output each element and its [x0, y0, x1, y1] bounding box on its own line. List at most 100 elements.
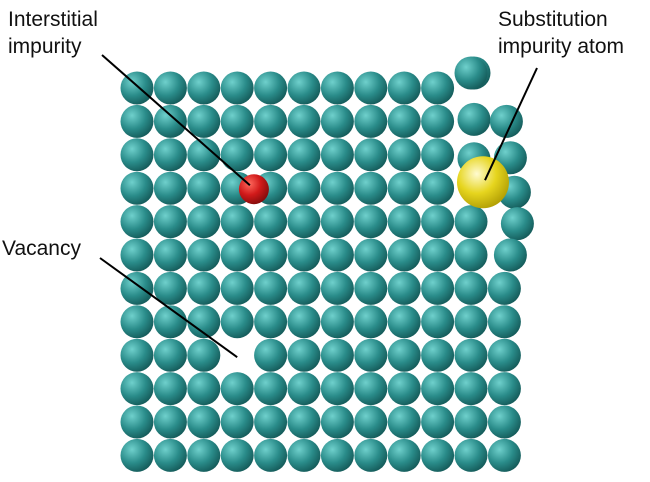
host-atom: [220, 104, 254, 138]
substitution-impurity-label: Substitution impurity atom: [498, 6, 624, 60]
host-atom: [220, 305, 254, 339]
host-atom: [120, 171, 154, 205]
host-atom: [487, 271, 521, 305]
host-atom: [387, 372, 421, 406]
host-atom: [287, 271, 321, 305]
host-atom: [254, 271, 288, 305]
host-atom: [187, 205, 221, 239]
host-atom: [421, 171, 455, 205]
host-atom: [187, 171, 221, 205]
interstitial-leader-line: [101, 54, 251, 186]
host-atom: [387, 71, 421, 105]
host-atom: [254, 104, 288, 138]
host-atom: [387, 205, 421, 239]
substitution-label-line1: Substitution: [498, 8, 608, 31]
host-atom: [187, 305, 221, 339]
host-atom: [454, 405, 488, 439]
host-atom: [287, 205, 321, 239]
host-atom: [220, 138, 254, 172]
interstitial-impurity-label: Interstitial impurity: [8, 6, 98, 60]
host-atom: [153, 271, 187, 305]
host-atom: [153, 438, 187, 472]
host-atom: [320, 138, 354, 172]
host-atom: [454, 56, 488, 90]
host-atom: [387, 438, 421, 472]
host-atom: [454, 338, 488, 372]
host-atom: [387, 138, 421, 172]
host-atom: [421, 271, 455, 305]
host-atom: [354, 71, 388, 105]
host-atom: [153, 71, 187, 105]
host-atom: [320, 372, 354, 406]
host-atom: [153, 138, 187, 172]
vacancy-label-text: Vacancy: [2, 237, 81, 260]
host-atom: [120, 405, 154, 439]
host-atom: [153, 171, 187, 205]
host-atom: [220, 438, 254, 472]
leader-lines: [99, 54, 538, 359]
host-atom: [454, 305, 488, 339]
host-atom: [500, 207, 534, 241]
host-atom: [354, 305, 388, 339]
host-atom: [153, 405, 187, 439]
host-atom: [287, 338, 321, 372]
host-atom: [387, 305, 421, 339]
host-atom: [421, 205, 455, 239]
host-atom: [120, 338, 154, 372]
host-atom: [454, 205, 488, 239]
host-atom: [487, 438, 521, 472]
host-atom: [187, 104, 221, 138]
host-atom: [187, 71, 221, 105]
host-atom: [354, 405, 388, 439]
host-atom: [454, 238, 488, 272]
host-atom: [387, 338, 421, 372]
host-atom: [153, 305, 187, 339]
interstitial-label-line2: impurity: [8, 35, 82, 58]
host-atom: [287, 138, 321, 172]
host-atom: [320, 271, 354, 305]
host-atom: [354, 171, 388, 205]
host-atom: [320, 71, 354, 105]
host-atom: [487, 338, 521, 372]
host-atom: [421, 71, 455, 105]
interstitial-label-line1: Interstitial: [8, 8, 98, 31]
host-atom: [487, 372, 521, 406]
host-atom: [254, 338, 288, 372]
host-atom: [354, 438, 388, 472]
host-atom: [421, 104, 455, 138]
host-atom: [354, 271, 388, 305]
host-atom: [287, 305, 321, 339]
host-atom: [220, 238, 254, 272]
host-atom: [220, 71, 254, 105]
host-atom: [254, 305, 288, 339]
host-atom: [187, 405, 221, 439]
host-atom: [187, 338, 221, 372]
host-atom: [421, 138, 455, 172]
vacancy-label: Vacancy: [2, 235, 81, 262]
host-atom: [354, 205, 388, 239]
host-atom: [320, 238, 354, 272]
host-atom: [120, 205, 154, 239]
host-atom: [487, 405, 521, 439]
host-atom: [220, 405, 254, 439]
host-atom: [254, 238, 288, 272]
host-atom: [120, 238, 154, 272]
host-atom: [487, 305, 521, 339]
host-atom: [454, 438, 488, 472]
host-atom: [287, 405, 321, 439]
host-atom: [287, 104, 321, 138]
substitution-label-line2: impurity atom: [498, 35, 625, 58]
host-atom: [287, 438, 321, 472]
host-atom: [320, 171, 354, 205]
host-atom-lattice: [120, 56, 534, 472]
host-atom: [153, 338, 187, 372]
host-atom: [354, 338, 388, 372]
host-atom: [120, 138, 154, 172]
host-atom: [220, 271, 254, 305]
host-atom: [254, 138, 288, 172]
host-atom: [320, 338, 354, 372]
host-atom: [454, 271, 488, 305]
host-atom: [457, 102, 491, 136]
host-atom: [220, 372, 254, 406]
host-atom: [187, 138, 221, 172]
